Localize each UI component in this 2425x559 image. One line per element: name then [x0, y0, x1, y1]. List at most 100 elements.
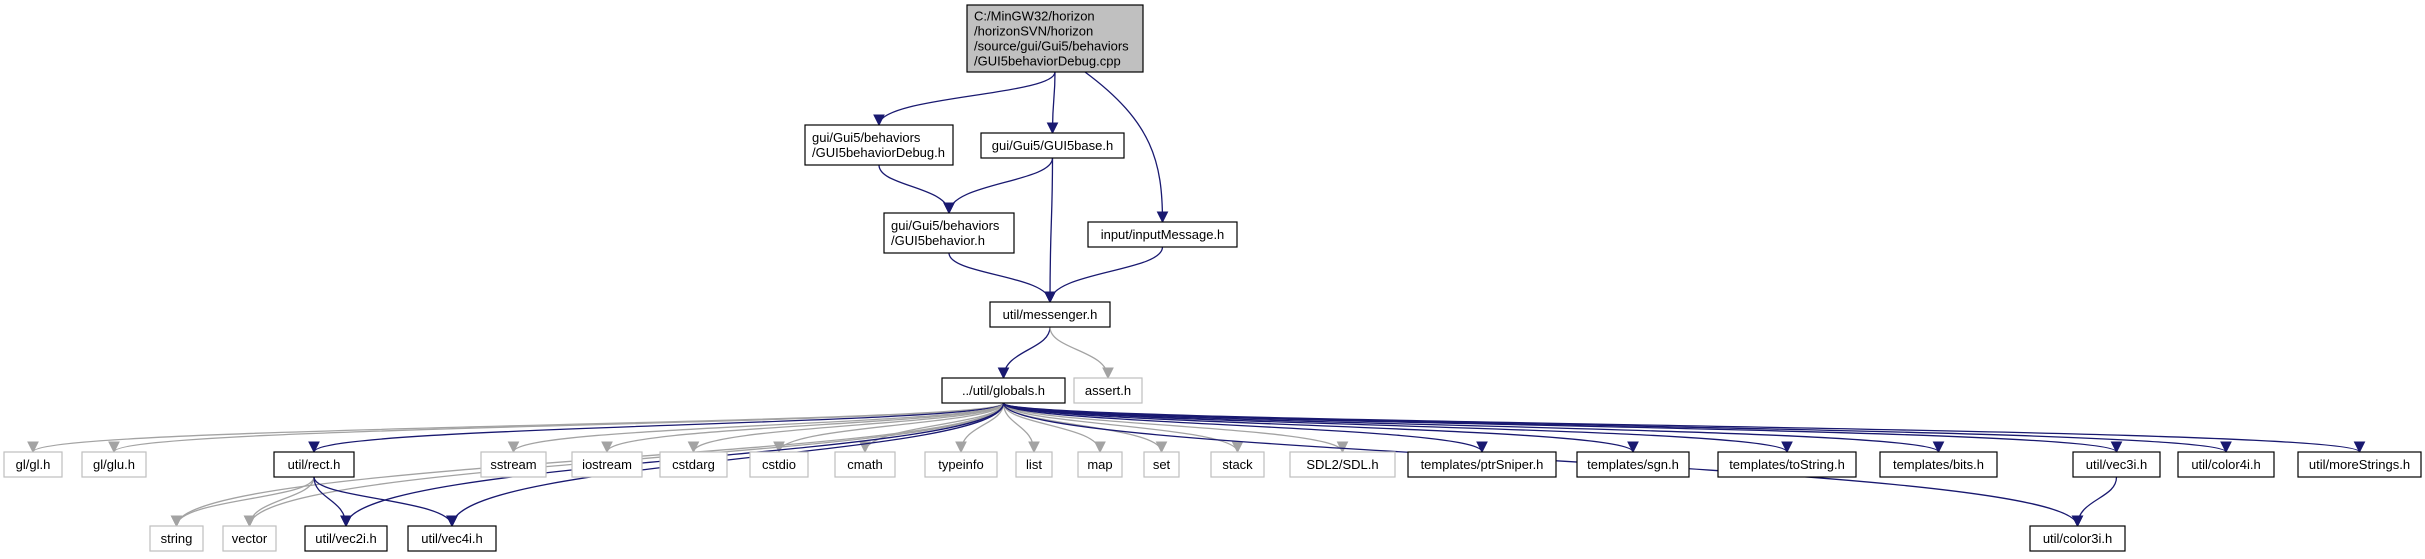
edge-globals-to-morestrings	[1002, 402, 2365, 454]
edge-globals-to-cstdio	[773, 402, 1005, 454]
node-set: set	[1143, 451, 1180, 478]
node-label: util/vec2i.h	[315, 531, 376, 546]
node-cstdio: cstdio	[749, 451, 809, 478]
node-label: /source/gui/Gui5/behaviors	[974, 39, 1129, 54]
node-cstdarg: cstdarg	[659, 451, 728, 478]
node-box	[2177, 451, 2275, 478]
node-sdl: SDL2/SDL.h	[1289, 451, 1396, 478]
edge-globals-to-bits	[1002, 402, 1944, 454]
node-box	[2072, 451, 2161, 478]
edge-globals-to-sgn	[1002, 402, 1639, 454]
node-box	[1717, 451, 1857, 478]
node-label: cmath	[847, 457, 882, 472]
edge-root-to-inputmsg	[1084, 71, 1169, 224]
node-box	[1289, 451, 1396, 478]
node-box	[749, 451, 809, 478]
node-label: input/inputMessage.h	[1101, 227, 1225, 242]
node-root[interactable]: C:/MinGW32/horizon/horizonSVN/horizon/so…	[966, 4, 1144, 73]
edges-layer	[27, 71, 2365, 528]
edge-recth-to-string	[170, 476, 315, 528]
node-label: util/color3i.h	[2043, 531, 2112, 546]
node-label: templates/sgn.h	[1587, 457, 1679, 472]
node-vec2i[interactable]: util/vec2i.h	[304, 525, 388, 552]
node-label: util/vec3i.h	[2086, 457, 2147, 472]
node-gluh: gl/glu.h	[81, 451, 147, 478]
node-box	[834, 451, 896, 478]
node-box	[149, 525, 204, 552]
node-label: gl/gl.h	[16, 457, 51, 472]
node-ptrsniper[interactable]: templates/ptrSniper.h	[1407, 451, 1557, 478]
node-label: util/moreStrings.h	[2309, 457, 2410, 472]
edge-globals-to-list	[1002, 402, 1040, 454]
node-box	[980, 132, 1125, 159]
edge-recth-to-vec4i	[313, 476, 458, 528]
node-label: templates/ptrSniper.h	[1421, 457, 1544, 472]
node-label: iostream	[582, 457, 632, 472]
node-vector: vector	[222, 525, 277, 552]
node-box	[273, 451, 355, 478]
node-label: util/rect.h	[288, 457, 341, 472]
node-box	[659, 451, 728, 478]
node-box	[571, 451, 643, 478]
node-box	[1077, 451, 1123, 478]
node-box	[1073, 377, 1143, 404]
edge-vec3i-to-color3i	[2071, 476, 2118, 528]
node-string: string	[149, 525, 204, 552]
node-sstream: sstream	[480, 451, 547, 478]
node-color4i[interactable]: util/color4i.h	[2177, 451, 2275, 478]
edge-recth-to-vec2i	[313, 476, 352, 528]
node-label: templates/bits.h	[1893, 457, 1984, 472]
node-box	[2029, 525, 2126, 552]
edge-root-to-debugh	[873, 71, 1056, 127]
edge-globals-to-vec4i	[446, 402, 1005, 528]
edge-globals-to-sstream	[507, 402, 1005, 454]
node-sgn[interactable]: templates/sgn.h	[1576, 451, 1690, 478]
edge-messenger-to-assert	[1049, 326, 1114, 380]
node-globals[interactable]: ../util/globals.h	[941, 377, 1066, 404]
node-label: /horizonSVN/horizon	[974, 24, 1093, 39]
node-label: /GUI5behaviorDebug.h	[812, 145, 945, 160]
node-label: cstdarg	[672, 457, 715, 472]
node-label: typeinfo	[938, 457, 984, 472]
node-list: list	[1015, 451, 1053, 478]
edge-globals-to-ptrsniper	[1002, 402, 1488, 454]
node-box	[1143, 451, 1180, 478]
node-label: ../util/globals.h	[962, 383, 1045, 398]
node-debugh[interactable]: gui/Gui5/behaviors/GUI5behaviorDebug.h	[804, 124, 954, 166]
node-box	[924, 451, 998, 478]
node-inputmsg[interactable]: input/inputMessage.h	[1087, 221, 1238, 248]
node-vec4i[interactable]: util/vec4i.h	[407, 525, 497, 552]
node-label: cstdio	[762, 457, 796, 472]
edge-inputmsg-to-messenger	[1044, 246, 1164, 304]
node-color3i[interactable]: util/color3i.h	[2029, 525, 2126, 552]
node-label: string	[161, 531, 193, 546]
edge-debugh-to-behaviorh	[878, 164, 955, 215]
node-label: util/color4i.h	[2191, 457, 2260, 472]
node-box	[1210, 451, 1265, 478]
node-box	[1879, 451, 1998, 478]
node-tostring[interactable]: templates/toString.h	[1717, 451, 1857, 478]
node-box	[3, 451, 63, 478]
edge-globals-to-gluh	[108, 402, 1005, 454]
node-box	[222, 525, 277, 552]
node-label: assert.h	[1085, 383, 1131, 398]
node-bits[interactable]: templates/bits.h	[1879, 451, 1998, 478]
node-box	[1576, 451, 1690, 478]
node-label: util/messenger.h	[1003, 307, 1098, 322]
node-label: templates/toString.h	[1729, 457, 1845, 472]
node-map: map	[1077, 451, 1123, 478]
edge-globals-to-map	[1002, 402, 1106, 454]
node-morestrings[interactable]: util/moreStrings.h	[2297, 451, 2422, 478]
node-box	[2297, 451, 2422, 478]
node-box	[304, 525, 388, 552]
node-label: gui/Gui5/behaviors	[812, 130, 921, 145]
node-recth[interactable]: util/rect.h	[273, 451, 355, 478]
node-box	[1087, 221, 1238, 248]
node-vec3i[interactable]: util/vec3i.h	[2072, 451, 2161, 478]
node-gui5base[interactable]: gui/Gui5/GUI5base.h	[980, 132, 1125, 159]
edge-messenger-to-globals	[997, 326, 1051, 380]
node-messenger[interactable]: util/messenger.h	[989, 301, 1111, 328]
node-behaviorh[interactable]: gui/Gui5/behaviors/GUI5behavior.h	[883, 212, 1015, 254]
node-box	[1407, 451, 1557, 478]
